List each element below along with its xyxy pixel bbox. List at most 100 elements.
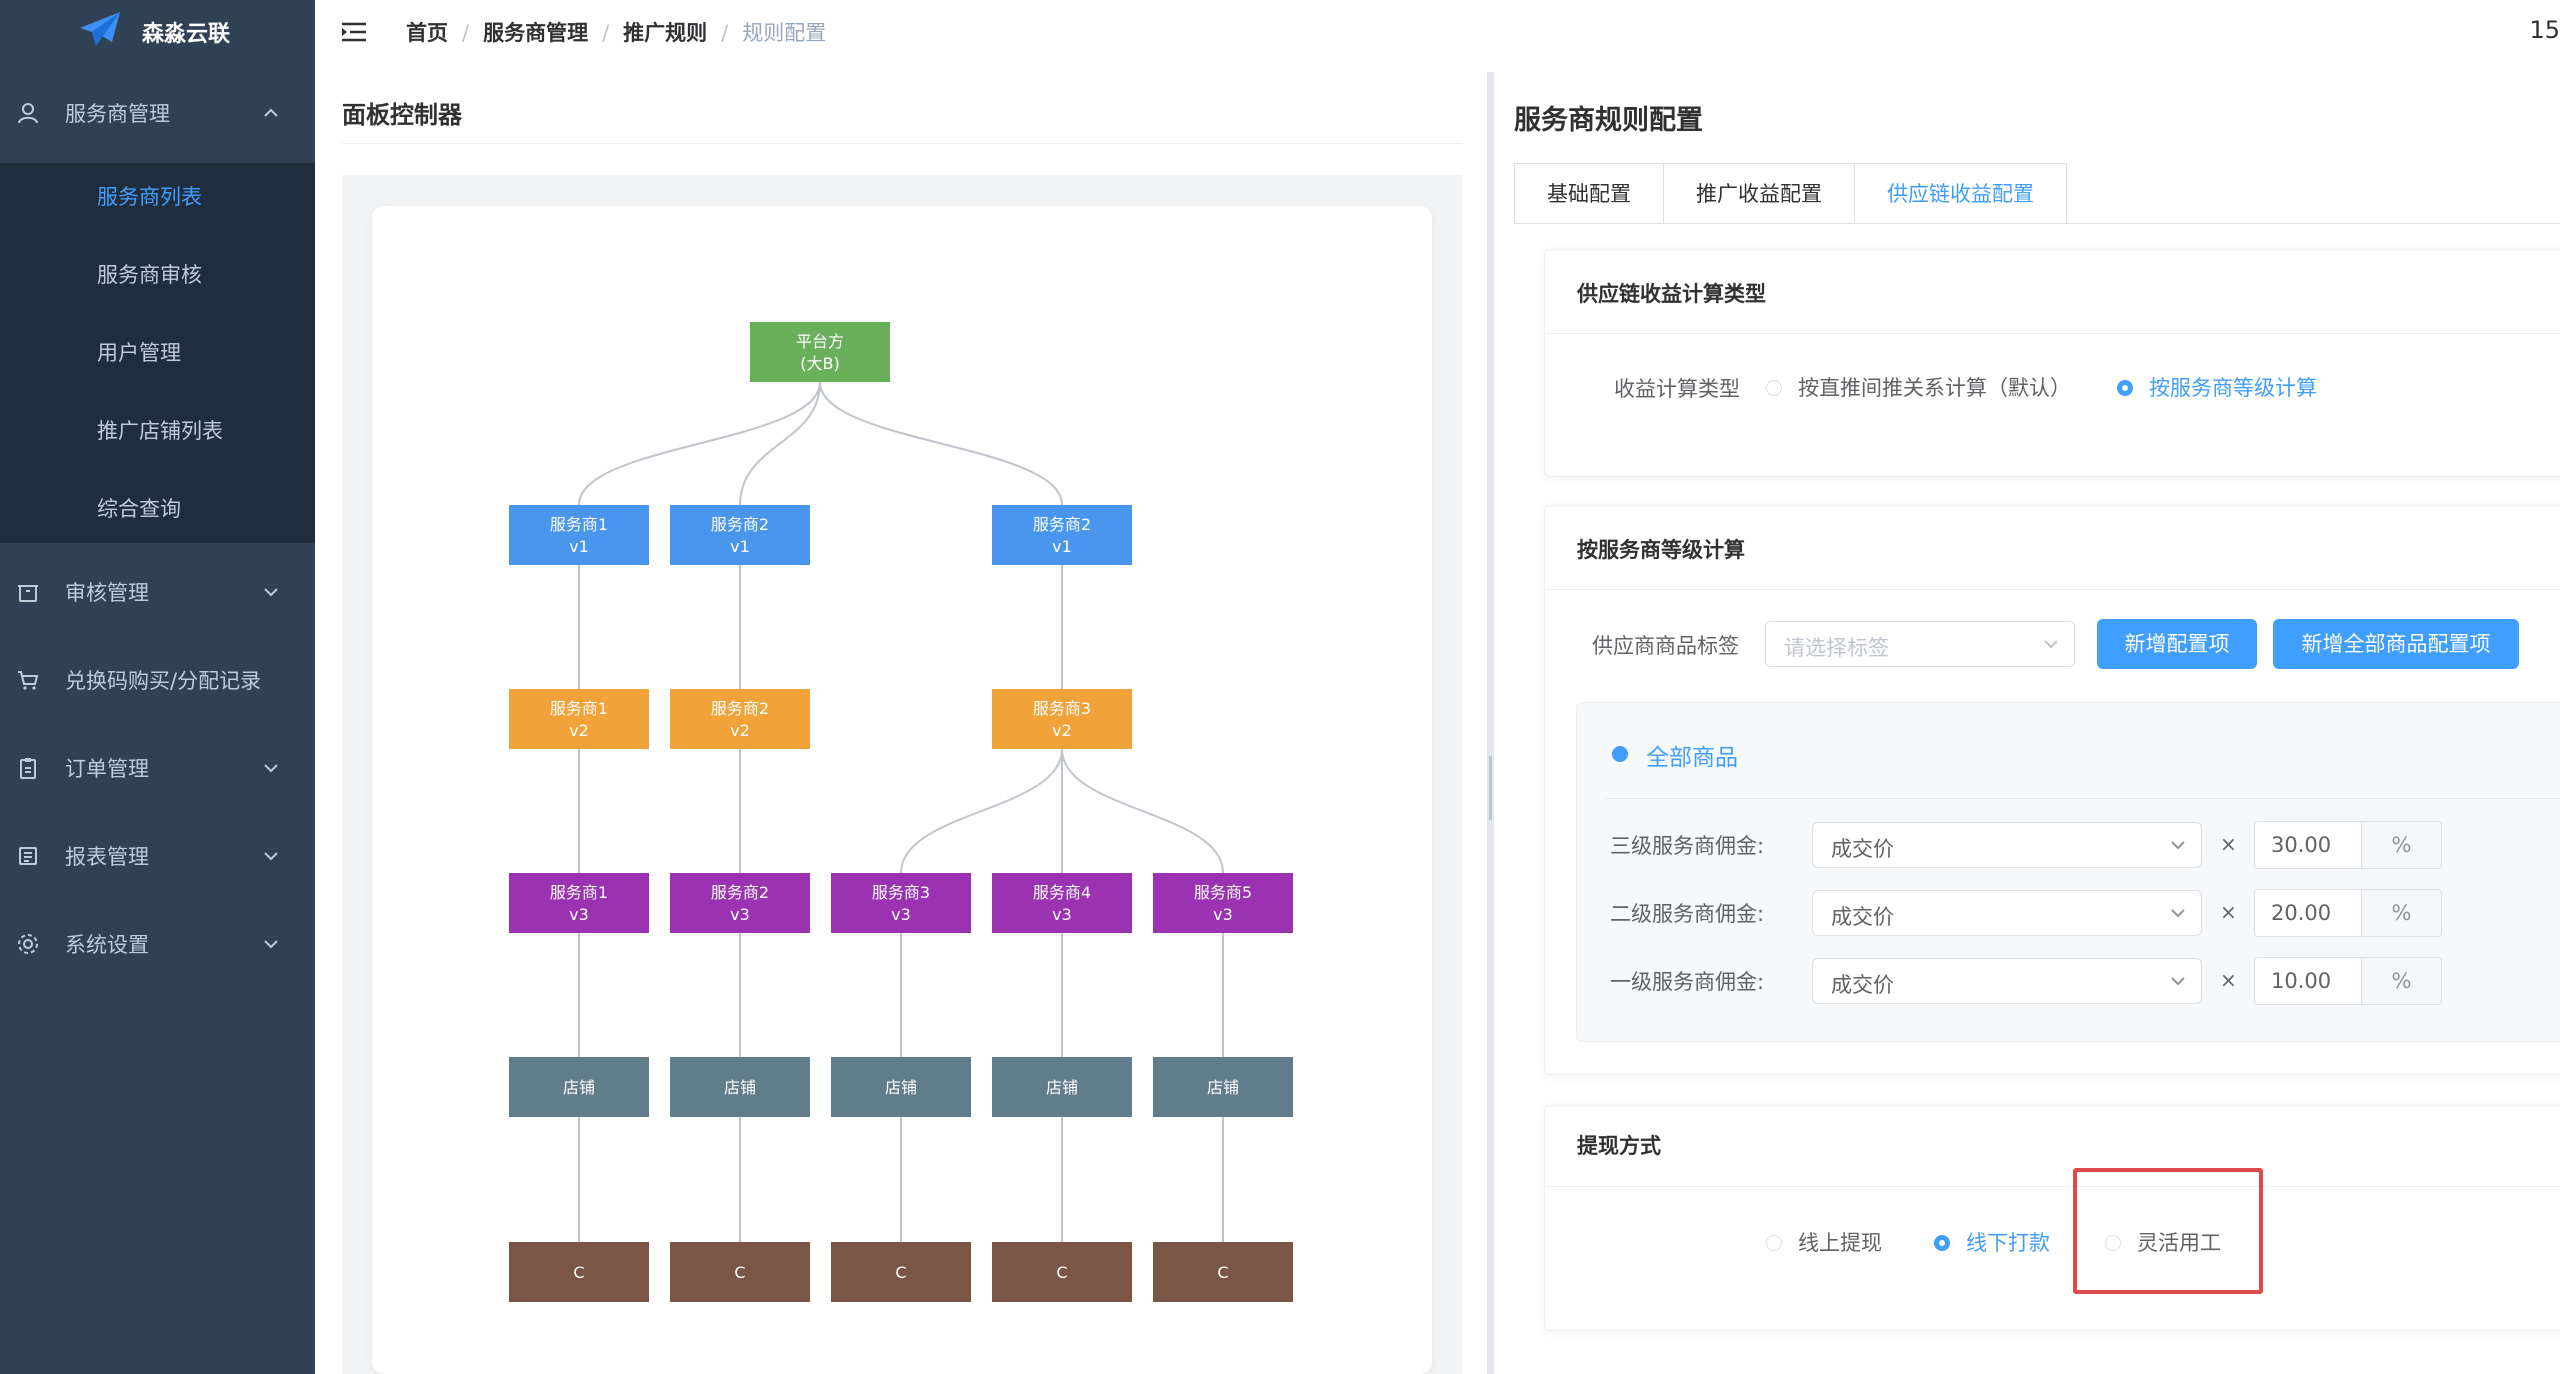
- split-handle[interactable]: [1489, 756, 1492, 820]
- tree-node-customer[interactable]: C: [509, 1242, 649, 1302]
- node-box: [831, 1057, 971, 1117]
- tab-basic-config[interactable]: 基础配置: [1515, 164, 1664, 224]
- tab-supply-chain-income-config[interactable]: 供应链收益配置: [1855, 164, 2066, 224]
- logo[interactable]: 森淼云联: [0, 0, 315, 62]
- commission-base-value: 成交价: [1831, 905, 1894, 929]
- node-box: [670, 689, 810, 749]
- sidebar-item-label: 审核管理: [65, 581, 149, 605]
- tree-node-platform[interactable]: 平台方(大B): [750, 322, 890, 382]
- radio-circle: [1766, 380, 1782, 396]
- tree-node-customer[interactable]: C: [1153, 1242, 1293, 1302]
- node-label: 店铺: [563, 1078, 595, 1097]
- radio-circle: [2117, 380, 2133, 396]
- node-label: v1: [1052, 537, 1072, 556]
- sidebar-subitem-label: 推广店铺列表: [97, 419, 223, 443]
- clipboard-icon: [20, 758, 36, 779]
- tag-label: 供应商商品标签: [1592, 634, 1739, 658]
- radio-circle: [1766, 1235, 1782, 1251]
- sidebar-subitem-query[interactable]: 综合查询: [0, 478, 315, 538]
- tree-node-customer[interactable]: C: [670, 1242, 810, 1302]
- tree-node-shop[interactable]: 店铺: [670, 1057, 810, 1117]
- node-label: 平台方: [796, 332, 844, 351]
- tree-node-shop[interactable]: 店铺: [831, 1057, 971, 1117]
- breadcrumb-separator: /: [721, 21, 729, 45]
- node-label: 服务商1: [550, 515, 608, 534]
- tree-edge: [739, 381, 821, 506]
- node-label: v2: [569, 721, 589, 740]
- split-divider[interactable]: [1487, 72, 1494, 1374]
- tag-select[interactable]: 请选择标签: [1765, 621, 2075, 667]
- node-box: [509, 1242, 649, 1302]
- sidebar-item-review-management[interactable]: 审核管理: [0, 562, 315, 622]
- sidebar-subitem-promo-shop-list[interactable]: 推广店铺列表: [0, 400, 315, 460]
- tree-node-shop[interactable]: 店铺: [992, 1057, 1132, 1117]
- node-box: [1153, 873, 1293, 933]
- card-header: 提现方式: [1577, 1134, 1661, 1158]
- hierarchy-tree: 平台方(大B)服务商1v1服务商2v1服务商2v1服务商1v2服务商2v2服务商…: [509, 322, 1293, 1302]
- tree-node-customer[interactable]: C: [992, 1242, 1132, 1302]
- tree-node-shop[interactable]: 店铺: [509, 1057, 649, 1117]
- sidebar-subitem-user-management[interactable]: 用户管理: [0, 322, 315, 382]
- commission-base-select[interactable]: 成交价: [1812, 822, 2202, 868]
- node-box: [831, 873, 971, 933]
- node-label: 店铺: [885, 1078, 917, 1097]
- sidebar-item-provider-management[interactable]: 服务商管理: [0, 83, 315, 143]
- sidebar-item-redeem-records[interactable]: 兑换码购买/分配记录: [0, 650, 315, 710]
- chevron-down-icon: [2171, 909, 2185, 918]
- breadcrumb-provider-management[interactable]: 服务商管理: [483, 21, 589, 45]
- times-sign: ×: [2220, 832, 2237, 856]
- sidebar-item-system-settings[interactable]: 系统设置: [0, 914, 315, 974]
- sidebar-item-label: 服务商管理: [65, 102, 170, 126]
- commission-base-select[interactable]: 成交价: [1812, 890, 2202, 936]
- tabs: 基础配置 推广收益配置 供应链收益配置: [1514, 163, 2067, 224]
- breadcrumb-home[interactable]: 首页: [406, 21, 448, 45]
- commission-base-select[interactable]: 成交价: [1812, 958, 2202, 1004]
- tree-node-shop[interactable]: 店铺: [1153, 1057, 1293, 1117]
- node-label: v2: [730, 721, 750, 740]
- node-label: 服务商5: [1194, 883, 1252, 902]
- node-box: [992, 689, 1132, 749]
- tabs-underline: [1514, 223, 2560, 224]
- divider: [1606, 798, 2560, 799]
- commission-rate-input[interactable]: 30.00: [2254, 821, 2362, 869]
- sidebar-item-report-management[interactable]: 报表管理: [0, 826, 315, 886]
- add-config-button[interactable]: 新增配置项: [2097, 619, 2257, 669]
- tab-promo-income-config[interactable]: 推广收益配置: [1664, 164, 1855, 224]
- card-divider: [1545, 589, 2560, 590]
- trash-box-icon: [18, 585, 38, 602]
- sidebar: 森淼云联 服务商管理 服务商列表 服务商审核 用户管理 推广店铺列表 综合查询 …: [0, 0, 315, 1374]
- node-box: [992, 1242, 1132, 1302]
- node-label: 服务商1: [550, 699, 608, 718]
- divider: [342, 143, 1462, 144]
- add-all-goods-config-button[interactable]: 新增全部商品配置项: [2273, 619, 2519, 669]
- tree-edge: [900, 748, 1063, 874]
- tree-node-customer[interactable]: C: [831, 1242, 971, 1302]
- node-label: 服务商1: [550, 883, 608, 902]
- node-box: [750, 322, 890, 382]
- tree-node-v2[interactable]: 服务商1 v2: [509, 689, 649, 749]
- breadcrumb-promo-rules[interactable]: 推广规则: [623, 21, 708, 45]
- sidebar-subitem-provider-list[interactable]: 服务商列表: [0, 166, 315, 226]
- sidebar-subitem-provider-review[interactable]: 服务商审核: [0, 244, 315, 304]
- node-label: v1: [730, 537, 750, 556]
- commission-rate-input[interactable]: 20.00: [2254, 889, 2362, 937]
- dot-icon: [1612, 746, 1628, 762]
- sidebar-item-order-management[interactable]: 订单管理: [0, 738, 315, 798]
- chevron-up-icon: [264, 108, 278, 117]
- shopping-cart-icon: [18, 671, 39, 690]
- node-label: v2: [1052, 721, 1072, 740]
- commission-rate-input[interactable]: 10.00: [2254, 957, 2362, 1005]
- menu-fold-icon[interactable]: [340, 20, 368, 44]
- commission-rate-value: 20.00: [2271, 901, 2332, 925]
- percent-unit: %: [2362, 821, 2442, 869]
